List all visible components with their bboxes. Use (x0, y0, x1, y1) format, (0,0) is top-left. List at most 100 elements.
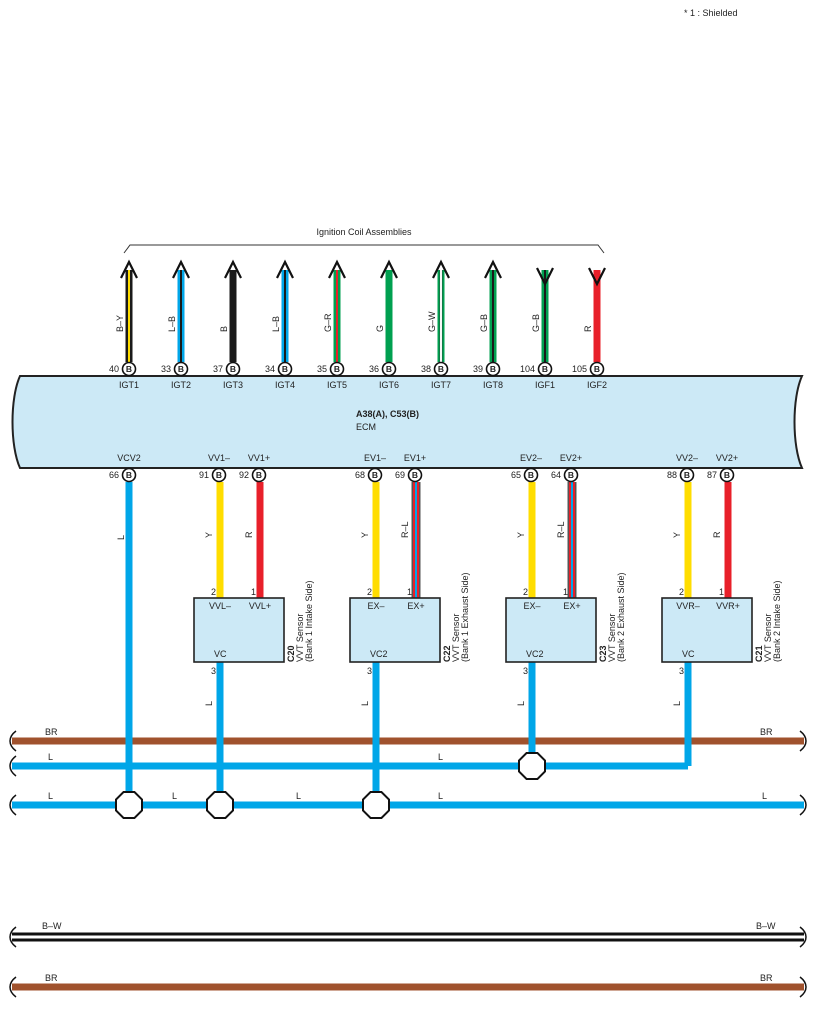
ignition-igt1-pin-number: 40 (109, 364, 119, 374)
ignition-igt3-pin-circle (225, 361, 241, 377)
sensor-c23-vc-pin: 3 (523, 666, 528, 676)
sensor-c22-vc-pin: 3 (367, 666, 372, 676)
sensor-c21-code: C21 (754, 645, 764, 662)
sensor-c21-name: VVT Sensor (763, 614, 773, 662)
l-bus-low-break-left (9, 794, 17, 816)
junctions-group (115, 752, 546, 819)
br-bus-bottom-break-right (799, 976, 807, 998)
ecm-ev1-minus-pin-circle (367, 467, 383, 483)
sensor-c21-vc-pin: 3 (679, 666, 684, 676)
ecm-vv2-plus-pin-circle (719, 467, 735, 483)
sensor-c20-pos-terminal: VVL+ (249, 601, 271, 611)
ecm-vv2-minus-pin-letter: B (684, 470, 690, 480)
sensor-c22-neg-terminal: EX– (367, 601, 384, 611)
ecm-ev2-minus-pin-circle (523, 467, 539, 483)
ignition-igt2-pin-letter: B (178, 364, 184, 374)
ignition-igt5-terminal: IGT5 (327, 380, 347, 390)
ecm-ev1-plus-pin-number: 69 (395, 470, 405, 480)
ignition-igf2-pin-letter: B (594, 364, 600, 374)
sensor-c21-neg-terminal: VVR– (676, 601, 700, 611)
junction-vcv2 (115, 791, 143, 819)
ignition-igf1-terminal: IGF1 (535, 380, 555, 390)
ecm-ev1-plus-pin-circle (407, 467, 423, 483)
l-bus-mid-break-left (9, 755, 17, 777)
sensor-c23-pos-wire-label: R–L (556, 521, 566, 538)
sensor-c22-vc-terminal: VC2 (370, 649, 388, 659)
bus-lines-group (9, 730, 807, 998)
sensor-c23-pos-terminal: EX+ (563, 601, 580, 611)
ignition-igt7-pin-number: 38 (421, 364, 431, 374)
sensor-c20-neg-wire-label: Y (204, 532, 214, 538)
br-bus-top-break-left (9, 730, 17, 752)
ecm-vcv2-terminal: VCV2 (117, 453, 141, 463)
sensor-c22-box (349, 597, 441, 663)
junction-c23 (518, 752, 546, 780)
l-bus-low-label: L (762, 791, 767, 801)
ignition-igt1-pin-letter: B (126, 364, 132, 374)
ignition-igt8-wire-label: G–B (479, 314, 489, 332)
ignition-igt8-arrow-up (484, 259, 502, 279)
ignition-igt5-pin-letter: B (334, 364, 340, 374)
sensor-c23-vc-wire-label: L (516, 701, 526, 706)
ignition-igt7-terminal: IGT7 (431, 380, 451, 390)
ignition-igt2-arrow-up (172, 259, 190, 279)
br-bus-bottom-break-left (9, 976, 17, 998)
ignition-igt4-terminal: IGT4 (275, 380, 295, 390)
ignition-igf1-pin-number: 104 (520, 364, 535, 374)
ignition-igt8-pin-number: 39 (473, 364, 483, 374)
ecm-ev2-plus-pin-number: 64 (551, 470, 561, 480)
sensor-c23-code: C23 (598, 645, 608, 662)
ignition-igt7-pin-letter: B (438, 364, 444, 374)
sensor-c22-side: (Bank 1 Exhaust Side) (460, 572, 470, 662)
sensor-c21-caption: C21VVT Sensor(Bank 2 Intake Side) (754, 580, 782, 662)
br-bus-top-label-right: BR (760, 727, 773, 737)
l-bus-low-label: L (438, 791, 443, 801)
sensor-c21-side: (Bank 2 Intake Side) (772, 580, 782, 662)
sensor-c23-caption: C23VVT Sensor(Bank 2 Exhaust Side) (598, 572, 626, 662)
sensor-c23-neg-terminal: EX– (523, 601, 540, 611)
sensor-c20-pos-wire-label: R (244, 531, 254, 538)
sensor-c20-vc-terminal: VC (214, 649, 227, 659)
ignition-igf1-arrow-down (536, 267, 554, 287)
ignition-igt8-terminal: IGT8 (483, 380, 503, 390)
ignition-igf2-terminal: IGF2 (587, 380, 607, 390)
sensor-c21-vc-terminal: VC (682, 649, 695, 659)
br-bus-bottom-label-right: BR (760, 973, 773, 983)
ecm-vv1-minus-terminal: VV1– (208, 453, 230, 463)
sensor-c21-pos-terminal: VVR+ (716, 601, 740, 611)
sensor-c22-name: VVT Sensor (451, 614, 461, 662)
sensor-c21-vc-wire-label: L (672, 701, 682, 706)
ignition-igf2-arrow-down (588, 267, 606, 287)
ecm-connector: A38(A), C53(B) (356, 409, 419, 419)
sensor-c23-side: (Bank 2 Exhaust Side) (616, 572, 626, 662)
sensor-c23-pos-pin: 1 (563, 587, 568, 597)
ignition-igt8-pin-letter: B (490, 364, 496, 374)
sensor-c23-neg-pin: 2 (523, 587, 528, 597)
ecm-vv1-minus-pin-letter: B (216, 470, 222, 480)
ignition-coil-bracket (123, 244, 605, 254)
ecm-ev1-minus-pin-letter: B (372, 470, 378, 480)
ignition-igf2-wire-label: R (583, 325, 593, 332)
l-bus-low-label: L (48, 791, 53, 801)
ignition-igt4-pin-number: 34 (265, 364, 275, 374)
ecm-bottom-pins-group: B66VCV2B91VV1–B92VV1+B68EV1–B69EV1+B65EV… (109, 453, 738, 483)
ecm-ev2-minus-terminal: EV2– (520, 453, 542, 463)
ecm-vv2-minus-pin-circle (679, 467, 695, 483)
sensor-c20-box (193, 597, 285, 663)
sensor-c20-code: C20 (286, 645, 296, 662)
ignition-igt1-arrow-up (120, 259, 138, 279)
ignition-igt7-wire-label: G–W (427, 311, 437, 332)
ignition-igt2-terminal: IGT2 (171, 380, 191, 390)
bw-bus-break-right (799, 926, 807, 948)
ignition-igt5-arrow-up (328, 259, 346, 279)
ecm-ev2-minus-pin-number: 65 (511, 470, 521, 480)
br-bus-top-break-right (799, 730, 807, 752)
ignition-igt7-wire (437, 270, 445, 362)
l-bus-mid-label-center: L (438, 752, 443, 762)
sensor-c21-neg-wire-label: Y (672, 532, 682, 538)
ecm-ev1-minus-pin-number: 68 (355, 470, 365, 480)
ignition-igt5-pin-circle (329, 361, 345, 377)
sensor-c23-neg-wire-label: Y (516, 532, 526, 538)
